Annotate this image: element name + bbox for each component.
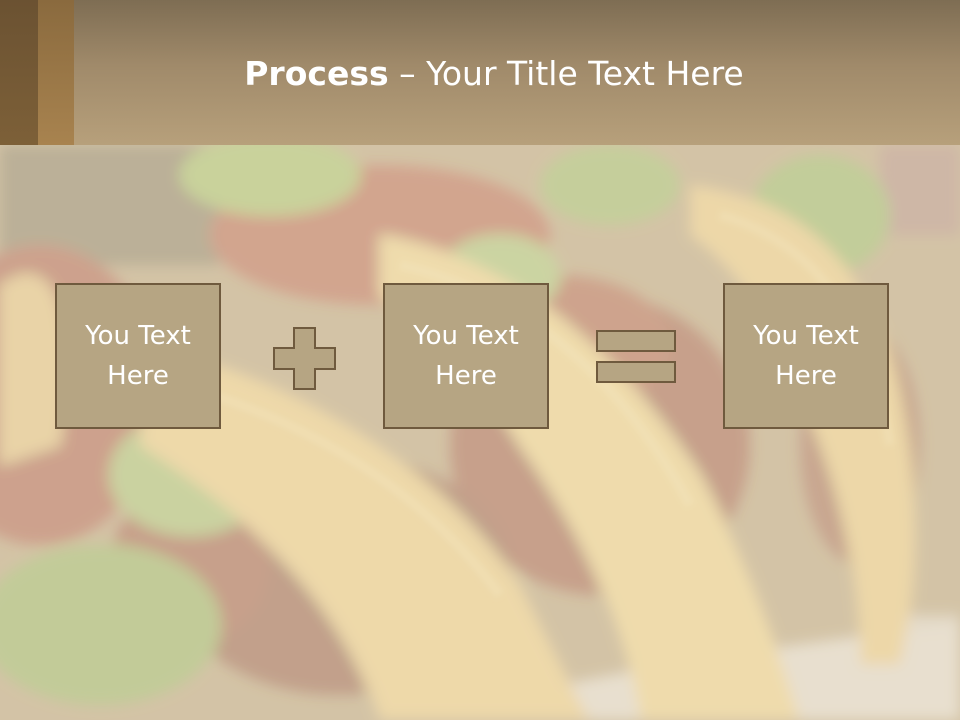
accent-stripe-light bbox=[38, 0, 74, 145]
process-box-1-text: You Text Here bbox=[85, 321, 191, 391]
process-box-3[interactable]: You Text Here bbox=[723, 283, 889, 429]
process-box-3-text: You Text Here bbox=[753, 321, 859, 391]
title-text: – Your Title Text Here bbox=[388, 54, 744, 93]
background-photo bbox=[0, 145, 960, 720]
plus-icon bbox=[273, 327, 336, 390]
equals-icon bbox=[596, 330, 676, 383]
accent-stripe-dark bbox=[0, 0, 38, 145]
slide-title: Process – Your Title Text Here bbox=[74, 52, 914, 96]
title-bold: Process bbox=[244, 54, 389, 93]
process-box-2[interactable]: You Text Here bbox=[383, 283, 549, 429]
process-box-2-text: You Text Here bbox=[413, 321, 519, 391]
title-bar: Process – Your Title Text Here bbox=[0, 0, 960, 145]
process-box-1[interactable]: You Text Here bbox=[55, 283, 221, 429]
